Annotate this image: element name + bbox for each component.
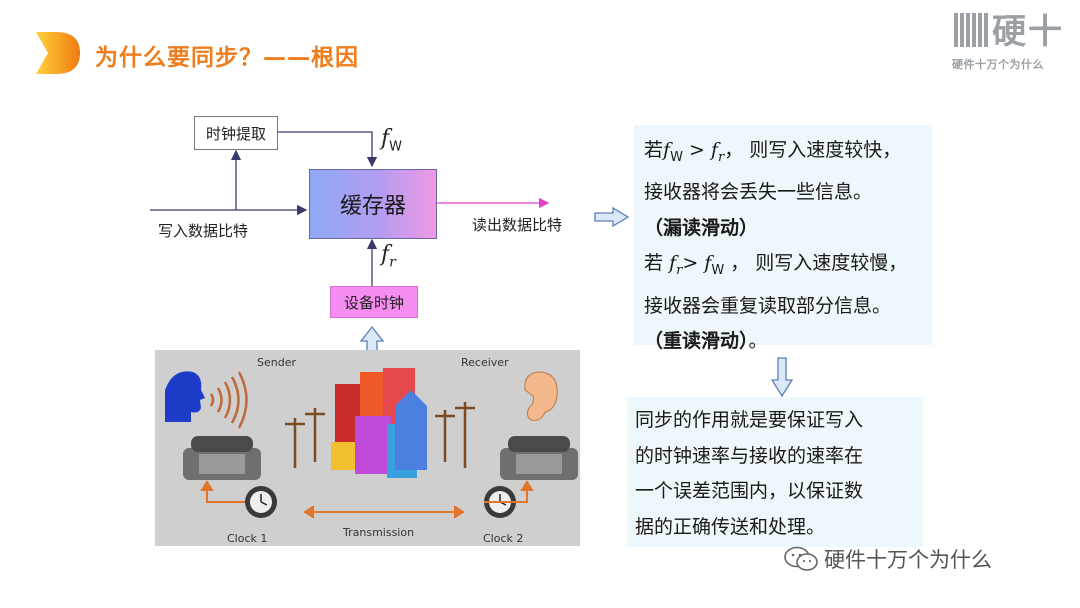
to-panel-block-arrow	[594, 206, 630, 228]
panel2-line-1: 同步的作用就是要保证写入	[635, 409, 864, 431]
telephone-receiver-icon	[500, 436, 578, 480]
city-buildings-icon	[331, 368, 427, 478]
buffer-box: 缓存器	[309, 169, 437, 239]
explanation-panel: 若fW > fr， 则写入速度较快， 接收器将会丢失一些信息。 （漏读滑动） 若…	[634, 125, 932, 352]
logo-glyph-icon	[954, 13, 988, 47]
panel-down-block-arrow	[770, 357, 794, 398]
ear-icon	[524, 371, 558, 421]
clock2-arrow-head	[520, 480, 534, 491]
fw-symbol: fW	[381, 126, 403, 155]
transmission-label: Transmission	[343, 526, 415, 539]
panel2-line-2: 的时钟速率与接收的速率在	[635, 444, 864, 467]
scene-art	[165, 368, 578, 519]
brand-logo-subtitle: 硬件十万个为什么	[952, 58, 1044, 71]
transmission-illustration: Sender Receiver Transmission Clock 1 Clo…	[155, 350, 580, 546]
clock-1-label: Clock 1	[227, 532, 268, 545]
read-bits-label: 读出数据比特	[472, 216, 563, 234]
clock-2-label: Clock 2	[483, 532, 524, 545]
clock1-feed-arrow	[206, 488, 245, 503]
clock-extraction-box: 时钟提取	[194, 116, 278, 150]
brand-logo: 硬十	[954, 12, 1064, 52]
panel1-line-1: 若fW > fr， 则写入速度较快，	[644, 139, 902, 165]
panel1-line-5: 接收器会重复读取部分信息。	[644, 294, 892, 317]
title-bullet-icon	[36, 32, 80, 74]
device-clock-box: 设备时钟	[330, 286, 418, 318]
fr-symbol: fr	[381, 242, 396, 271]
clock1-arrow-head	[200, 480, 214, 491]
telephone-poles-icon	[285, 402, 475, 468]
panel2-line-4: 据的正确传送和处理。	[635, 515, 826, 538]
panel1-line-6: （重读滑动）。	[644, 330, 768, 353]
speaker-head-icon	[165, 371, 205, 422]
sound-waves-icon	[209, 371, 248, 429]
panel1-line-3: （漏读滑动）	[644, 216, 759, 239]
sender-label: Sender	[257, 356, 296, 369]
panel1-line-4: 若 fr> fW ， 则写入速度较慢，	[644, 252, 908, 279]
panel2-line-3: 一个误差范围内，以保证数	[635, 480, 864, 502]
page-title: 为什么要同步？——根因	[95, 45, 359, 71]
telephone-sender-icon	[183, 436, 261, 480]
wechat-icon	[784, 546, 818, 571]
write-bits-label: 写入数据比特	[158, 222, 249, 240]
panel1-line-2: 接收器将会丢失一些信息。	[644, 181, 873, 204]
clock-1-icon	[245, 486, 277, 518]
wechat-watermark: 硬件十万个为什么	[784, 544, 992, 574]
receiver-label: Receiver	[461, 356, 509, 369]
clock2-feed-arrow	[484, 488, 528, 503]
conclusion-panel: 同步的作用就是要保证写入 的时钟速率与接收的速率在 一个误差范围内，以保证数 据…	[627, 397, 923, 547]
fw-clock-arrow	[277, 131, 378, 168]
